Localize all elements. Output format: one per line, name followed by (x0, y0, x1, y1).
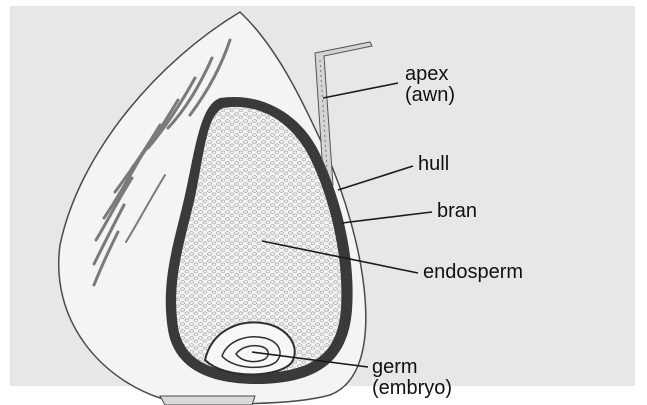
apex-label-line2: (awn) (405, 85, 455, 106)
germ-label-line2: (embryo) (372, 378, 452, 399)
germ-label-line1: germ (372, 357, 452, 378)
hull-label: hull (418, 154, 449, 175)
bran-label: bran (437, 201, 477, 222)
endosperm-label: endosperm (423, 262, 523, 283)
hull-leader-line (338, 166, 413, 190)
germ-label: germ (embryo) (372, 357, 452, 399)
apex-label-line1: apex (405, 64, 455, 85)
apex-label: apex (awn) (405, 64, 455, 106)
apex-leader-line (323, 83, 398, 98)
stem-shape (160, 396, 255, 405)
bran-leader-line (342, 212, 432, 223)
